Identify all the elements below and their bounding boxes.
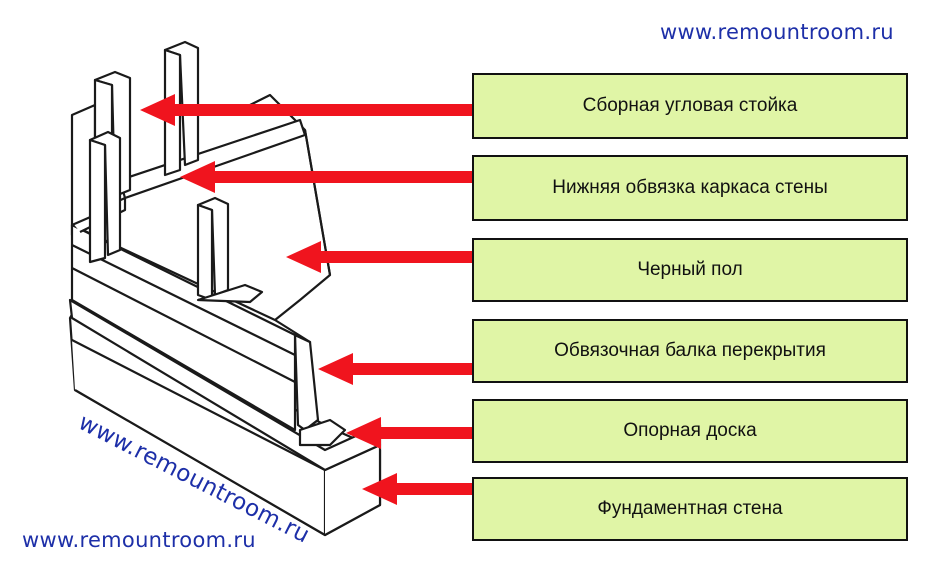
watermark-top-right: www.remountroom.ru	[660, 20, 894, 44]
arrow-3	[286, 241, 472, 273]
label-sill-plate: Опорная доска	[472, 399, 908, 463]
label-subfloor: Черный пол	[472, 238, 908, 302]
label-bottom-plate: Нижняя обвязка каркаса стены	[472, 155, 908, 221]
rim-joist-shape	[293, 333, 320, 432]
label-corner-post: Сборная угловая стойка	[472, 73, 908, 139]
arrow-4	[318, 353, 472, 385]
watermark-bottom-left: www.remountroom.ru	[22, 528, 256, 552]
label-rim-joist: Обвязочная балка перекрытия	[472, 319, 908, 383]
arrow-6	[362, 473, 472, 505]
arrow-5	[346, 417, 472, 449]
arrow-2	[180, 161, 472, 193]
label-foundation-wall: Фундаментная стена	[472, 477, 908, 541]
arrow-1	[140, 94, 472, 126]
